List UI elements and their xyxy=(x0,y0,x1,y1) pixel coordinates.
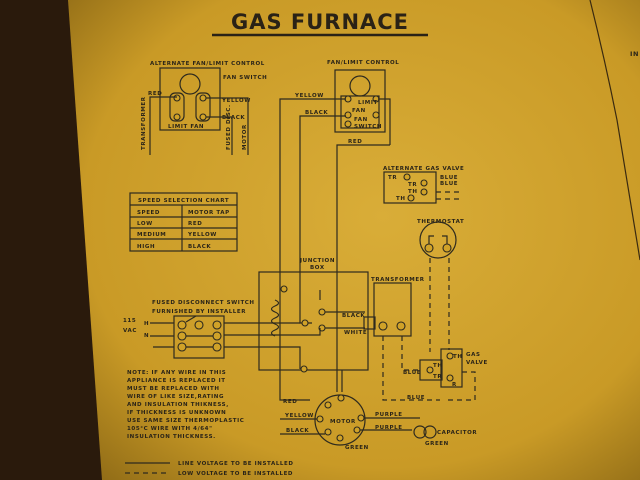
diagram-label: HIGH xyxy=(137,244,155,250)
diagram-label: SWITCH xyxy=(354,124,382,130)
diagram-label: MEDIUM xyxy=(137,232,166,238)
diagram-label: GAS xyxy=(466,352,481,358)
diagram-label: ALTERNATE GAS VALVE xyxy=(383,166,464,172)
diagram-label: AND INSULATION THIKNESS, xyxy=(127,402,229,408)
diagram-label: WIRE OF LIKE SIZE,RATING xyxy=(127,394,224,400)
diagram-label: SPEED SELECTION CHART xyxy=(138,198,229,204)
diagram-label: BLUE xyxy=(440,181,458,187)
diagram-label: LOW VOLTAGE TO BE INSTALLED xyxy=(178,471,293,477)
diagram-label: MUST BE REPLACED WITH xyxy=(127,386,220,392)
diagram-label: YELLOW xyxy=(284,413,314,419)
diagram-label: RED xyxy=(283,399,297,405)
diagram-label: VAC xyxy=(123,328,137,334)
diagram-label: TH xyxy=(433,363,443,369)
diagram-label: TR xyxy=(388,175,397,181)
diagram-label: MOTOR TAP xyxy=(188,210,230,216)
diagram-label: INSULATION THICKNESS. xyxy=(127,434,216,440)
diagram-label: APPLIANCE IS REPLACED IT xyxy=(127,378,226,384)
diagram-label: JUNCTION xyxy=(299,258,335,264)
diagram-label: BLACK xyxy=(305,110,328,116)
corner-text: IN xyxy=(630,50,639,58)
diagram-label: R xyxy=(452,382,457,388)
speed-selection-chart: SPEED SELECTION CHART SPEED MOTOR TAP LO… xyxy=(129,192,238,252)
diagram-label: BLUE xyxy=(440,175,458,181)
diagram-label: VALVE xyxy=(466,360,488,366)
diagram-label: FAN/LIMIT CONTROL xyxy=(327,60,399,66)
diagram-label: BLUE xyxy=(407,395,425,401)
diagram-label: YELLOW xyxy=(294,93,324,99)
diagram-label: MOTOR xyxy=(330,419,356,425)
diagram-label: PURPLE xyxy=(375,412,403,418)
diagram-label: YELLOW xyxy=(187,232,217,238)
diagram-label: TR xyxy=(408,182,417,188)
diagram-label: 105°C WIRE WITH 4/64" xyxy=(127,426,213,432)
diagram-label: 115 xyxy=(123,318,136,324)
diagram-label: LIMIT FAN xyxy=(168,124,204,130)
diagram-label: NOTE: IF ANY WIRE IN THIS xyxy=(127,370,226,376)
paper-sheet xyxy=(68,0,640,480)
thermostat: THERMOSTAT xyxy=(417,219,464,352)
diagram-label: LIMIT xyxy=(358,100,378,106)
diagram-label: N xyxy=(144,333,149,339)
diagram-label: SPEED xyxy=(137,210,160,216)
diagram-label: BLACK xyxy=(222,115,245,121)
diagram-label: GREEN xyxy=(425,441,449,447)
diagram-label: YELLOW xyxy=(221,98,251,104)
diagram-label: RED xyxy=(348,139,362,145)
installation-note: NOTE: IF ANY WIRE IN THIS APPLIANCE IS R… xyxy=(127,370,244,440)
diagram-label: FUSED DISCONNECT SWITCH xyxy=(152,300,255,306)
diagram-label: WHITE xyxy=(344,330,367,336)
page-title: GAS FURNACE xyxy=(231,10,409,34)
fan-limit-control: FAN/LIMIT CONTROL LIMIT FAN FAN SWITCH Y… xyxy=(279,60,399,401)
diagram-label: ALTERNATE FAN/LIMIT CONTROL xyxy=(150,61,265,67)
diagram-label: BLUE xyxy=(403,370,421,376)
alternate-gas-valve: ALTERNATE GAS VALVE TR TR TH TH BLUE BLU… xyxy=(383,166,464,204)
diagram-label: FAN xyxy=(352,108,366,114)
diagram-label: TH xyxy=(408,189,418,195)
diagram-label: TR xyxy=(433,374,442,380)
diagram-label: FAN SWITCH xyxy=(223,75,267,81)
diagram-label: TRANSFORMER xyxy=(141,96,147,150)
diagram-label: BLACK xyxy=(342,313,365,319)
diagram-label: FAN xyxy=(354,117,368,123)
diagram-label: BLACK xyxy=(286,428,309,434)
diagram-label: IF THICKNESS IS UNKNOWN xyxy=(127,410,226,416)
diagram-label: RED xyxy=(148,91,162,97)
diagram-label: H xyxy=(144,321,149,327)
blower-motor: MOTOR RED YELLOW BLACK PURPLE PURPLE GRE… xyxy=(280,394,477,451)
alternate-fan-limit-control: ALTERNATE FAN/LIMIT CONTROL FAN SWITCH R… xyxy=(141,61,267,155)
diagram-label: MOTOR xyxy=(242,124,248,150)
diagram-label: BOX xyxy=(310,265,325,271)
gas-valve: TH TH TR R GAS VALVE BLUE BLUE xyxy=(403,348,488,401)
legend: LINE VOLTAGE TO BE INSTALLED LOW VOLTAGE… xyxy=(125,461,294,477)
diagram-label: LOW xyxy=(137,221,153,227)
diagram-label: TH xyxy=(453,354,463,360)
diagram-label: TRANSFORMER xyxy=(371,277,425,283)
paper-fold-line xyxy=(589,0,640,261)
fused-disconnect-switch: FUSED DISCONNECT SWITCH FURNISHED BY INS… xyxy=(123,300,255,359)
diagram-label: BLACK xyxy=(188,244,211,250)
diagram-label: FUSED DISC. xyxy=(226,104,232,150)
diagram-label: PURPLE xyxy=(375,425,403,431)
junction-box: JUNCTION BOX BLACK WHITE xyxy=(224,258,376,392)
diagram-label: CAPACITOR xyxy=(437,430,477,436)
diagram-label: GREEN xyxy=(345,445,369,451)
diagram-label: RED xyxy=(188,221,202,227)
diagram-label: TH xyxy=(396,196,406,202)
transformer: TRANSFORMER xyxy=(371,277,440,401)
diagram-label: USE SAME SIZE THERMOPLASTIC xyxy=(127,418,244,424)
diagram-label: FURNISHED BY INSTALLER xyxy=(152,309,246,315)
diagram-label: LINE VOLTAGE TO BE INSTALLED xyxy=(178,461,294,467)
